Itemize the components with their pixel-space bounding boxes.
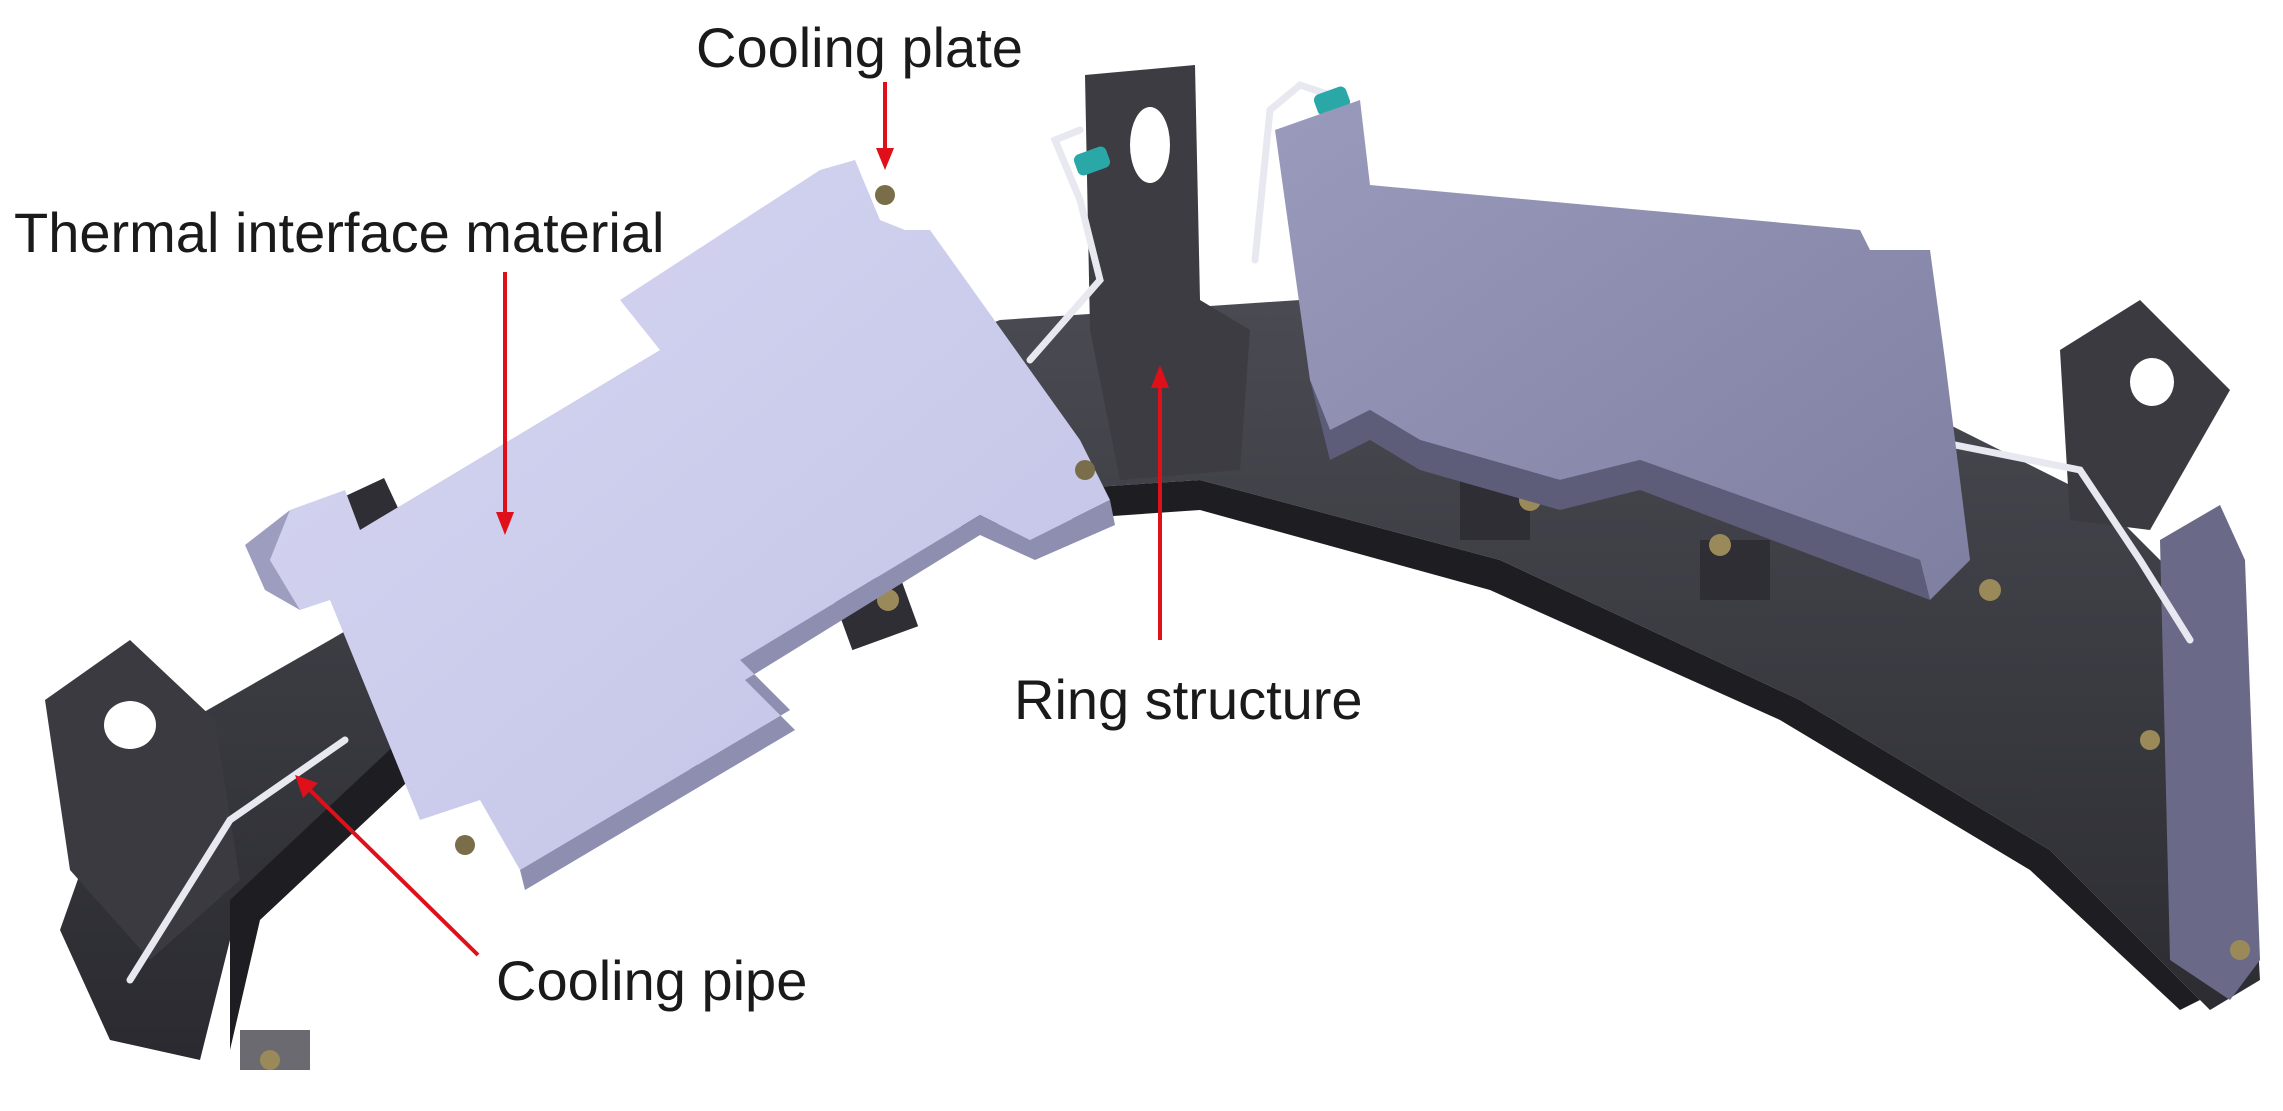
cooling-plate-right-body xyxy=(1275,100,1970,600)
label-cooling-plate: Cooling plate xyxy=(696,16,1023,79)
label-ring-structure: Ring structure xyxy=(1014,668,1363,731)
callout-arrows xyxy=(295,82,1169,957)
bolt xyxy=(875,185,895,205)
bolt xyxy=(1979,579,2001,601)
bolt xyxy=(1075,460,1095,480)
bolt xyxy=(455,835,475,855)
label-cooling-pipe: Cooling pipe xyxy=(496,949,808,1012)
arrowhead-cooling-pipe xyxy=(295,775,318,798)
ring-right-bracket xyxy=(2060,300,2230,530)
cooling-plate-left-body xyxy=(270,160,1110,870)
arrowhead-cooling-plate xyxy=(876,148,894,170)
bolt xyxy=(1709,534,1731,556)
cooling-plate-left-side xyxy=(245,510,300,610)
arrowhead-thermal-interface-material xyxy=(496,512,514,535)
cooling-pipe-center xyxy=(1026,126,1104,364)
pipe-fitting xyxy=(1073,146,1111,176)
cooling-pipe-left xyxy=(126,736,349,984)
ring-center-bracket xyxy=(1085,65,1250,480)
bracket-hole-right xyxy=(2130,358,2174,406)
bolt xyxy=(2140,730,2160,750)
ring-end-tab xyxy=(2160,505,2260,1000)
arrowhead-ring-structure xyxy=(1151,365,1169,388)
bracket-hole-center xyxy=(1130,107,1170,183)
cooling-plate-right-edge xyxy=(1310,380,1930,600)
label-thermal-interface-material: Thermal interface material xyxy=(14,201,665,264)
bolt xyxy=(260,1050,280,1070)
cooling-pipe-right xyxy=(1251,81,1334,264)
bolt xyxy=(2230,940,2250,960)
cooling-plate-left xyxy=(245,160,1115,890)
cooling-pipe xyxy=(126,81,2194,984)
cooling-pipe-far-right xyxy=(1926,436,2194,644)
bracket-hole-left xyxy=(104,701,156,749)
cooling-plate-left-edge xyxy=(520,500,1115,890)
arrow-cooling-pipe xyxy=(308,788,480,957)
cooling-plate-right xyxy=(1275,100,1970,600)
